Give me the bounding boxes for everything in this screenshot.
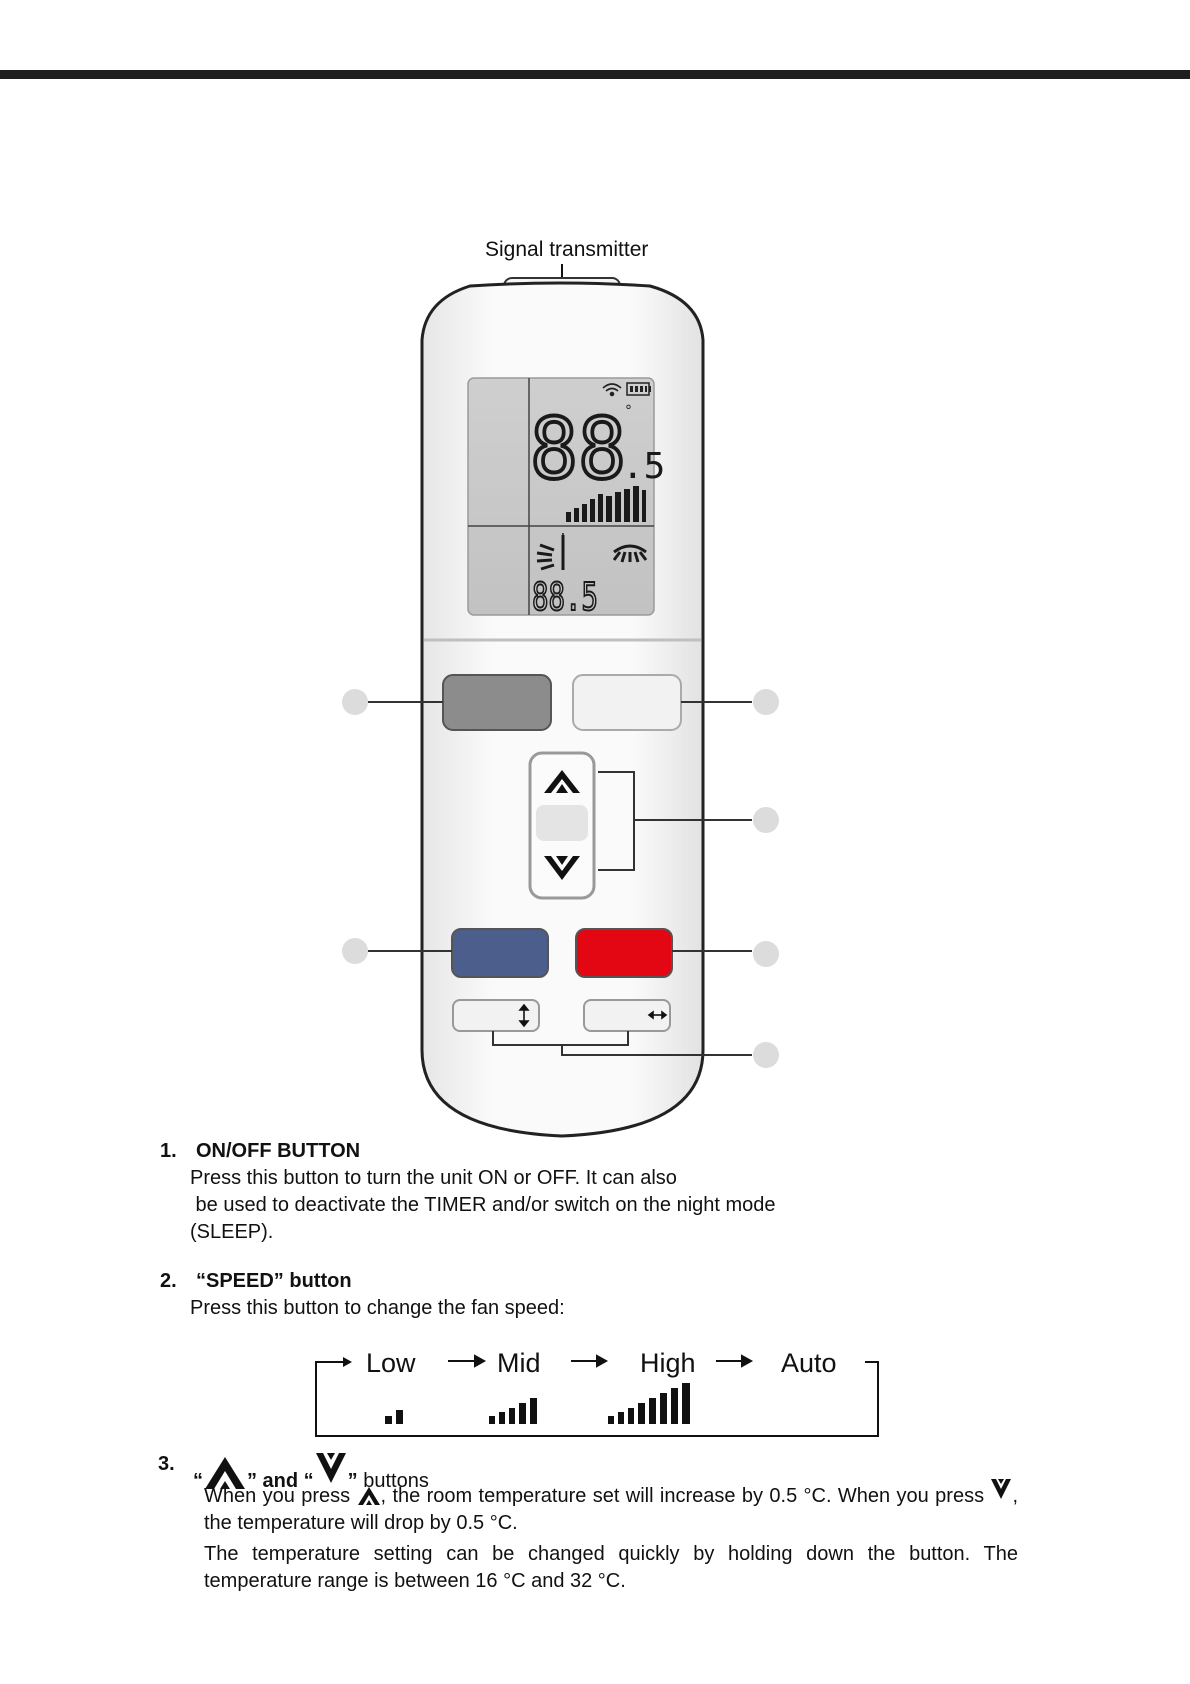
body-text: , the temperature will drop by 0.5 °C. <box>204 1485 1018 1534</box>
speed-low-label: Low <box>366 1348 416 1378</box>
lcd-horizontal-swing-icon <box>612 544 648 563</box>
lcd-sub-value: 88.5 <box>532 575 598 619</box>
section-title: ON/OFF BUTTON <box>196 1140 361 1162</box>
chevron-up-icon[interactable] <box>544 770 580 793</box>
vertical-swing-button[interactable] <box>452 999 540 1032</box>
cool-button[interactable] <box>451 928 549 978</box>
body-line: (SLEEP). <box>190 1221 274 1243</box>
speed-high-label: High <box>640 1348 696 1378</box>
section-title: “SPEED” button <box>196 1270 352 1292</box>
body-paragraph: When you press , the room temperature se… <box>204 1478 1018 1537</box>
section-number: 2. <box>160 1270 177 1292</box>
callout-dots <box>342 689 779 1068</box>
lcd-degree: ° <box>625 403 632 419</box>
temperature-rocker[interactable] <box>528 751 596 900</box>
onoff-button[interactable] <box>442 674 552 731</box>
speed-high-bars-icon <box>608 1383 690 1424</box>
body-line: Press this button to turn the unit ON or… <box>190 1167 677 1189</box>
lcd-vertical-swing-icon <box>536 533 565 571</box>
title-open-quote: “ <box>193 1470 203 1492</box>
speed-low-bars-icon <box>385 1410 403 1424</box>
chevron-down-icon[interactable] <box>544 856 580 880</box>
section-body: When you press , the room temperature se… <box>204 1478 1018 1595</box>
section-number: 3. <box>158 1453 175 1475</box>
section-number: 1. <box>160 1140 177 1162</box>
header-rule <box>0 70 1190 79</box>
body-line: be used to deactivate the TIMER and/or s… <box>190 1194 776 1216</box>
chevron-up-icon <box>205 1457 245 1489</box>
body-paragraph: The temperature setting can be changed q… <box>204 1543 1018 1592</box>
lcd-main-value: 88 <box>530 400 626 498</box>
speed-mid-label: Mid <box>497 1348 541 1378</box>
wifi-icon <box>602 383 622 397</box>
section-body: Press this button to turn the unit ON or… <box>190 1165 776 1246</box>
leftright-arrow-icon <box>647 1010 668 1020</box>
horizontal-swing-button[interactable] <box>583 999 671 1032</box>
title-suffix: buttons <box>363 1470 429 1492</box>
lcd-main-decimal: .5 <box>622 446 665 487</box>
body-text: When you press <box>204 1485 351 1507</box>
signal-transmitter-label: Signal transmitter <box>485 238 649 261</box>
chevron-up-icon <box>357 1487 380 1505</box>
updown-arrow-icon <box>518 1003 530 1028</box>
title-close-quote: ” <box>347 1470 358 1492</box>
body-text: press <box>935 1485 985 1507</box>
title-and: ” and “ <box>247 1470 314 1492</box>
lcd-display: ° 88 .5 <box>467 377 665 620</box>
heat-button[interactable] <box>575 928 673 978</box>
callout-lines <box>368 701 752 952</box>
remote-illustration: ° 88 .5 <box>342 264 779 1138</box>
chevron-down-icon <box>991 1479 1012 1499</box>
speed-mid-bars-icon <box>489 1398 537 1424</box>
speed-button[interactable] <box>572 674 682 731</box>
section-title: “ ” and “ ” buttons <box>193 1451 429 1495</box>
speed-auto-label: Auto <box>781 1348 837 1378</box>
section-body: Press this button to change the fan spee… <box>190 1297 565 1319</box>
speed-arrow <box>448 1354 754 1368</box>
body-text: , the room temperature set will increase… <box>380 1485 929 1507</box>
lcd-fan-level-bars <box>566 486 646 522</box>
battery-icon <box>626 382 651 396</box>
chevron-down-icon <box>315 1453 346 1483</box>
